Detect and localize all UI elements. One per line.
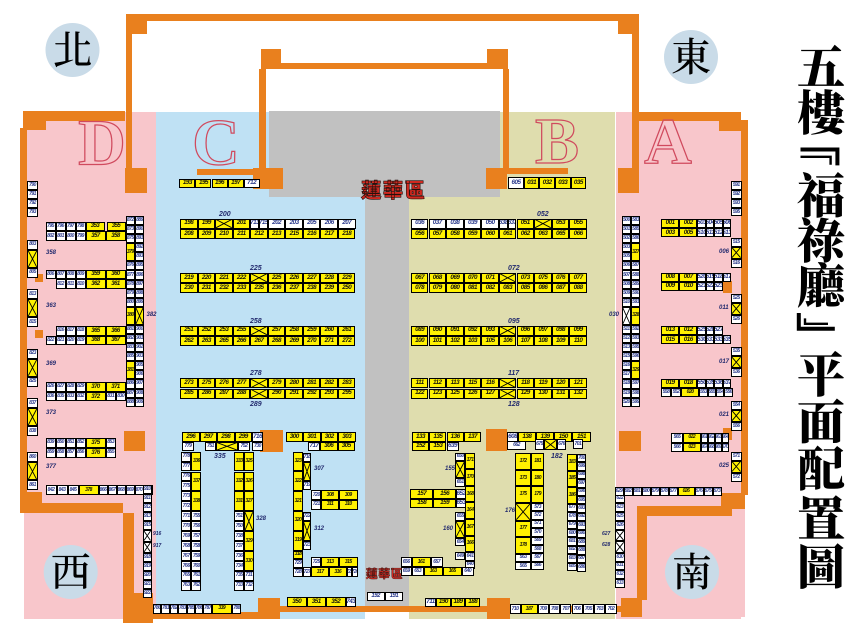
svg-text:D: D	[78, 107, 126, 180]
svg-text:A: A	[644, 106, 692, 179]
svg-text:B: B	[535, 105, 579, 178]
svg-text:C: C	[192, 107, 240, 180]
